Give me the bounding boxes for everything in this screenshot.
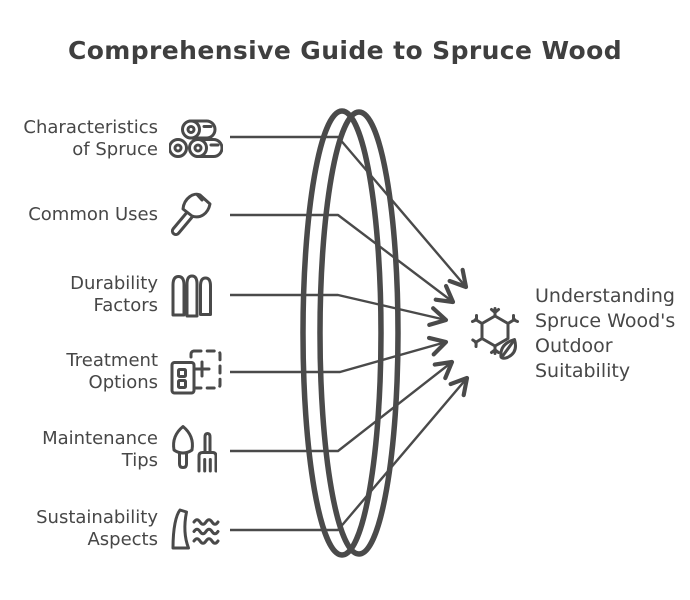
treatment-options-icon xyxy=(170,349,222,395)
node-label: Characteristics of Spruce xyxy=(23,117,158,160)
node-characteristics: Characteristics of Spruce xyxy=(10,117,223,161)
result-group: Understanding Spruce Wood's Outdoor Suit… xyxy=(468,281,675,387)
connector-line-maintenance xyxy=(230,359,455,453)
node-label: Durability Factors xyxy=(70,273,158,316)
snowflake-leaf-icon xyxy=(471,307,519,360)
axe-icon xyxy=(170,192,212,237)
lens-ellipse-front xyxy=(300,108,384,558)
garden-tools-icon xyxy=(172,425,217,473)
node-label: Common Uses xyxy=(28,204,158,225)
connector-line-treatment xyxy=(230,335,449,374)
connector-line-sustainability xyxy=(230,375,470,532)
diagram-title: Comprehensive Guide to Spruce Wood xyxy=(67,36,623,65)
node-treatment: Treatment Options xyxy=(10,348,223,396)
planks-icon xyxy=(171,274,212,318)
connector-line-characteristics xyxy=(230,135,469,290)
result-label: Understanding Spruce Wood's Outdoor Suit… xyxy=(535,285,676,382)
node-label: Sustainability Aspects xyxy=(36,507,158,550)
node-sustainability: Sustainability Aspects xyxy=(10,507,221,551)
node-label: Maintenance Tips xyxy=(42,428,158,471)
node-label: Treatment Options xyxy=(66,350,158,393)
node-durability: Durability Factors xyxy=(10,272,213,318)
logs-icon xyxy=(169,119,223,158)
node-maintenance: Maintenance Tips xyxy=(10,423,217,477)
connector-line-common-uses xyxy=(230,213,456,305)
dam-water-icon xyxy=(171,508,220,550)
node-common-uses: Common Uses xyxy=(10,190,219,240)
lens-ellipse-back xyxy=(317,109,401,557)
connector-line-durability xyxy=(230,293,449,327)
